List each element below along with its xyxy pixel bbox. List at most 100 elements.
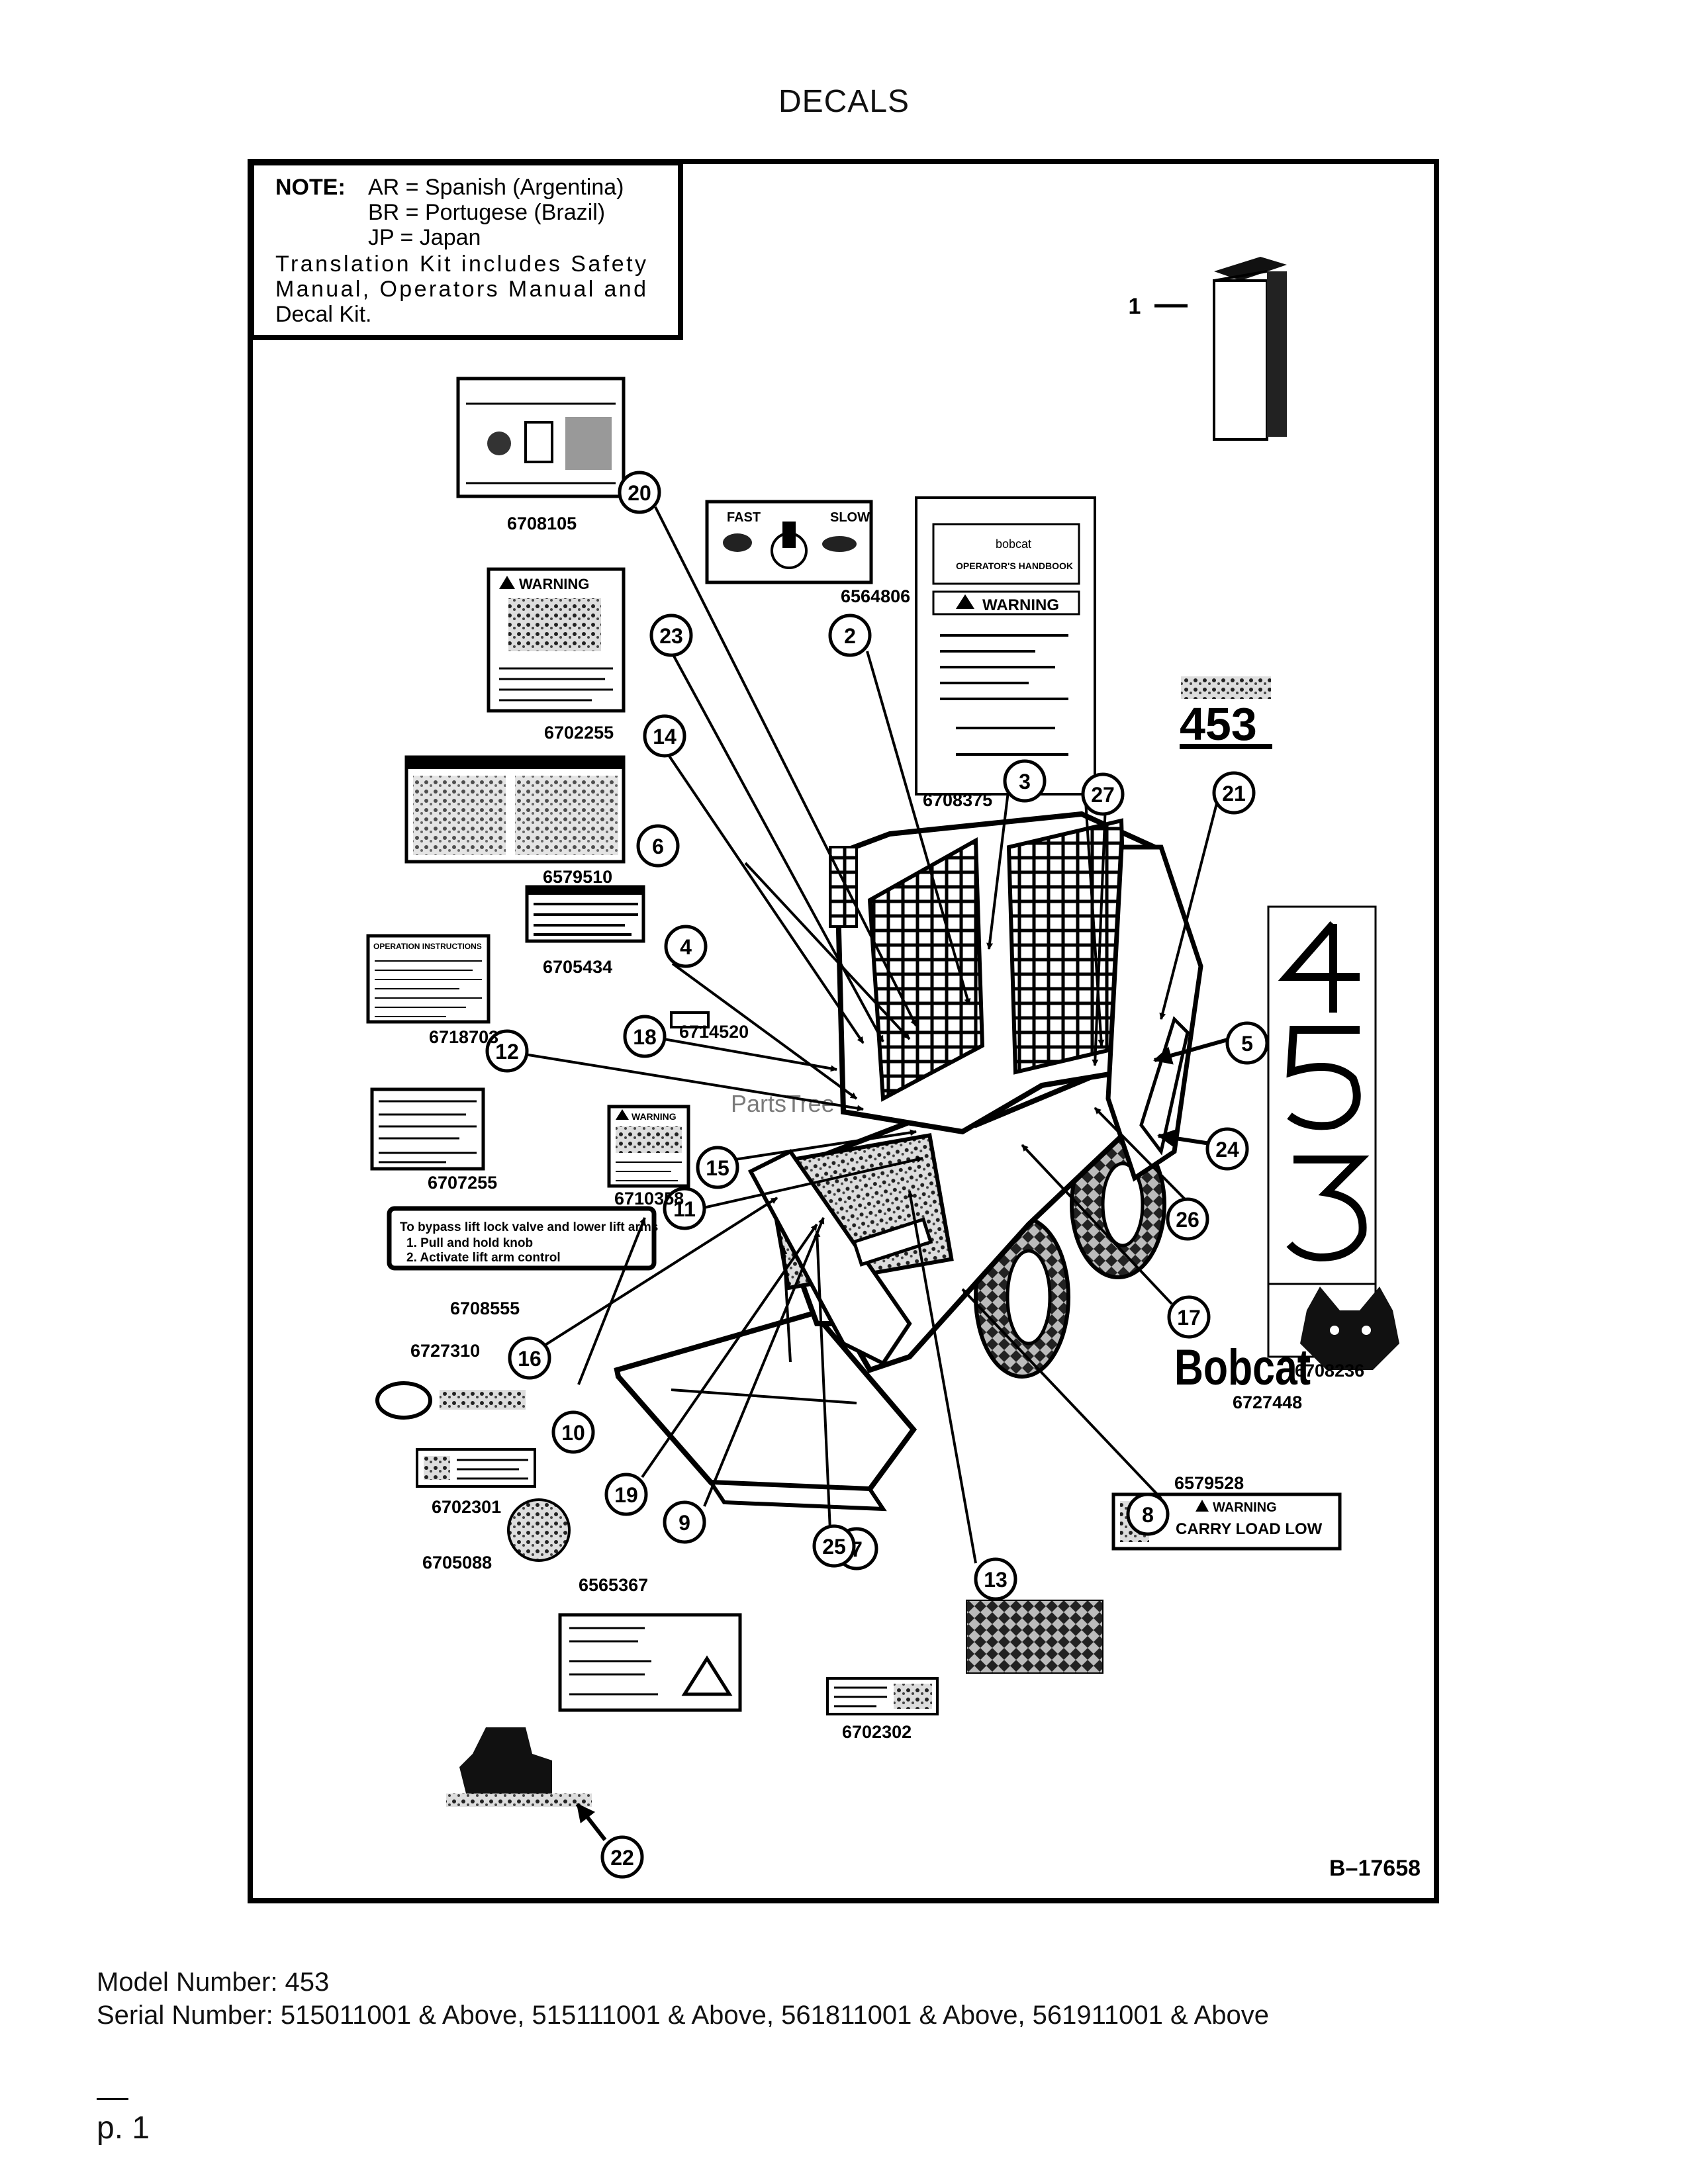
decal-illustration-6727448: Bobcat [1174, 1287, 1399, 1396]
callout-6: 6 [636, 824, 680, 868]
callout-circle [485, 1029, 529, 1073]
callout-circle [828, 614, 872, 657]
part-number-6705434: 6705434 [543, 957, 612, 977]
callout-number: 27 [1091, 783, 1115, 807]
decal-illustration-6710358: WARNING [607, 1105, 690, 1188]
decal-illustration-6565367 [558, 1613, 742, 1712]
decal-slow-text: SLOW [830, 510, 870, 525]
callout-number: 18 [633, 1025, 657, 1049]
part-number-6702302: 6702302 [842, 1722, 912, 1742]
callout-group: 1234567891011121314151617181920212223242… [485, 294, 1269, 1879]
callout-number: 25 [822, 1535, 846, 1559]
callout-number: 20 [628, 481, 651, 505]
callout-number: 10 [561, 1421, 585, 1445]
decal-illustration-6705088 [507, 1498, 571, 1562]
callout-22: 22 [600, 1835, 644, 1879]
callout-number: 24 [1215, 1138, 1239, 1161]
callout-19: 19 [604, 1473, 648, 1516]
callout-9: 9 [663, 1500, 706, 1544]
decal-illustration-6564806: FAST SLOW [705, 500, 873, 584]
handbook-warning-text: WARNING [982, 596, 1059, 614]
decal-illustration-6708236 [1267, 905, 1377, 1358]
decal-illustration-6718703: OPERATION INSTRUCTIONS [366, 934, 491, 1024]
callout-circle [618, 471, 661, 514]
callout-circle [623, 1015, 667, 1058]
callout-27: 27 [1081, 772, 1125, 816]
callout-number: 19 [614, 1483, 638, 1507]
callout-25: 25 [812, 1524, 856, 1568]
part-number-6579510: 6579510 [543, 867, 612, 887]
callout-2: 2 [828, 614, 872, 657]
callout-circle [636, 824, 680, 868]
callout-5: 5 [1225, 1021, 1269, 1065]
part-number-6718703: 6718703 [429, 1027, 498, 1047]
note-heading: NOTE: [275, 175, 346, 200]
part-number-6710358: 6710358 [614, 1189, 684, 1208]
decal-6710358-warning: WARNING [632, 1111, 677, 1122]
callout-13: 13 [974, 1557, 1017, 1601]
callout-circle [812, 1524, 856, 1568]
decal-illustration-6707255 [370, 1087, 485, 1171]
decal-illustration-6579510 [404, 755, 626, 864]
callout-circle [1126, 1492, 1170, 1536]
callout-circle [1081, 772, 1125, 816]
translation-note: NOTE: AR = Spanish (Argentina) BR = Port… [249, 160, 683, 340]
note-line-6: Decal Kit. [275, 302, 372, 327]
callout-number: 16 [518, 1347, 541, 1371]
part-number-6702255: 6702255 [544, 723, 614, 743]
part-number-6708375: 6708375 [923, 790, 992, 810]
decal-fast-text: FAST [727, 510, 761, 525]
callout-16: 16 [508, 1336, 551, 1380]
part-number-labels: 6708105656480667022556579510670837567054… [410, 514, 1364, 1742]
decal-carry-load-low: CARRY LOAD LOW [1176, 1520, 1323, 1538]
part-number-6702301: 6702301 [432, 1497, 501, 1517]
callout-number: 17 [1177, 1306, 1201, 1330]
callout-number: 8 [1142, 1503, 1154, 1527]
callout-circle [663, 1500, 706, 1544]
callout-number: 2 [844, 624, 856, 648]
watermark-text: PartsTree [731, 1090, 835, 1117]
callout-circle [663, 1187, 706, 1230]
bobcat-logo-text: Bobcat [1174, 1340, 1311, 1396]
part-number-6705088: 6705088 [422, 1553, 492, 1572]
callout-circle [1225, 1021, 1269, 1065]
decal-illustration-6702255: WARNING [487, 567, 626, 713]
callout-circle [508, 1336, 551, 1380]
callout-3: 3 [1003, 759, 1047, 803]
callout-8: 8 [1126, 1492, 1170, 1536]
callout-11: 11 [663, 1187, 706, 1230]
part-number-6579528: 6579528 [1174, 1473, 1244, 1493]
callout-21: 21 [1212, 771, 1256, 815]
callout-number: 13 [984, 1568, 1008, 1592]
model-number: Model Number: 453 [97, 1968, 330, 1997]
part-number-6565367: 6565367 [579, 1575, 648, 1595]
callout-12: 12 [485, 1029, 529, 1073]
part-number-6708555: 6708555 [450, 1298, 520, 1318]
callout-number: 3 [1019, 770, 1031, 794]
callout-24: 24 [1205, 1127, 1249, 1171]
callout-number: 4 [680, 935, 692, 959]
callout-4: 4 [664, 925, 708, 968]
callout-leader-lines [512, 304, 1231, 1841]
callout-number: 15 [706, 1156, 729, 1180]
callout-circle [1003, 759, 1047, 803]
decal-illustration-6702301 [416, 1448, 536, 1488]
callout-18: 18 [623, 1015, 667, 1058]
callout-number: 26 [1176, 1208, 1199, 1232]
callout-number: 11 [673, 1197, 696, 1221]
callout-26: 26 [1166, 1197, 1209, 1241]
decal-illustration-6708555: To bypass lift lock valve and lower lift… [387, 1206, 658, 1271]
part-number-6708105: 6708105 [507, 514, 577, 533]
callout-number: 5 [1241, 1032, 1253, 1056]
serial-number: Serial Number: 515011001 & Above, 515111… [97, 2001, 1270, 2030]
callout-1: 1 [1129, 294, 1141, 319]
decal-operation-instructions: OPERATION INSTRUCTIONS [373, 942, 482, 951]
callout-circle [551, 1410, 595, 1454]
handbook-bobcat-text: bobcat [996, 537, 1031, 551]
callout-circle [974, 1557, 1017, 1601]
decal-illustration-6708105 [456, 377, 626, 498]
decal-453-text: 453 [1180, 698, 1257, 750]
callout-10: 10 [551, 1410, 595, 1454]
page-title: DECALS [778, 84, 910, 119]
part-number-6727448: 6727448 [1233, 1392, 1302, 1412]
